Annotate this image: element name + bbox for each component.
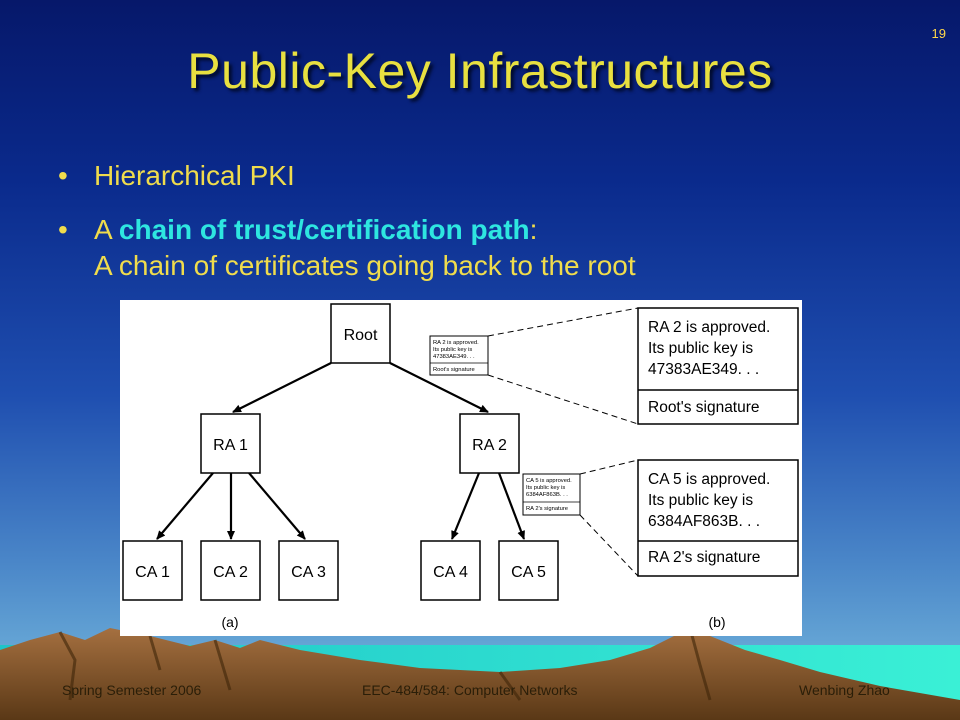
large-cert-line: RA 2's signature: [648, 549, 760, 566]
large-cert-line: Root's signature: [648, 399, 760, 416]
bullet-text: Hierarchical PKI: [94, 160, 295, 191]
node-ca2: CA 2: [200, 540, 261, 601]
bullet-chain-of-trust: • A chain of trust/certification path: A …: [58, 212, 636, 284]
edge-ra1-ca3: [248, 472, 306, 540]
footer-course: EEC-484/584: Computer Networks: [362, 682, 578, 698]
large-certificate-root: RA 2 is approved. Its public key is 4738…: [637, 307, 799, 425]
large-cert-line: 47383AE349. . .: [648, 361, 759, 378]
bullet-line2: A chain of certificates going back to th…: [94, 250, 636, 281]
caption-b: (b): [708, 614, 725, 630]
small-cert-line: CA 5 is approved.: [526, 478, 572, 484]
small-cert-line: RA 2's signature: [526, 506, 568, 512]
large-cert-line: Its public key is: [648, 492, 753, 509]
small-cert-line: Root's signature: [433, 367, 475, 373]
node-ra2: RA 2: [459, 413, 520, 474]
small-cert-line: 47383AE349. . .: [433, 354, 475, 360]
small-cert-line: Its public key is: [433, 347, 472, 353]
small-certificate-ra2: CA 5 is approved. Its public key is 6384…: [522, 473, 581, 516]
large-certificate-ra2: CA 5 is approved. Its public key is 6384…: [637, 459, 799, 577]
node-label: RA 1: [213, 437, 248, 454]
edge-ra1-ca1: [156, 472, 214, 540]
edge-ra2-ca5: [497, 472, 526, 540]
node-label: CA 1: [135, 564, 170, 581]
node-ra1: RA 1: [200, 413, 261, 474]
large-cert-line: CA 5 is approved.: [648, 471, 770, 488]
mountain-ridges: [58, 627, 712, 701]
node-ca5: CA 5: [498, 540, 559, 601]
node-label: CA 5: [511, 564, 546, 581]
page-number: 19: [931, 26, 946, 41]
node-ca4: CA 4: [420, 540, 481, 601]
edge-ra2-ca4: [450, 472, 481, 540]
small-cert-line: 6384AF863B. . .: [526, 492, 568, 498]
edge-root-ra2: [389, 362, 489, 413]
bullet-hierarchical-pki: • Hierarchical PKI: [58, 158, 295, 194]
footer-semester: Spring Semester 2006: [62, 682, 202, 698]
large-cert-line: 6384AF863B. . .: [648, 513, 760, 530]
node-label: CA 4: [433, 564, 468, 581]
large-cert-line: Its public key is: [648, 340, 753, 357]
node-label: RA 2: [472, 437, 507, 454]
node-ca1: CA 1: [122, 540, 183, 601]
node-ca3: CA 3: [278, 540, 339, 601]
small-certificate-root: RA 2 is approved. Its public key is 4738…: [429, 335, 489, 376]
node-label: Root: [344, 327, 378, 344]
pki-diagram: Root RA 1 RA 2 CA 1 CA 2 CA 3: [122, 303, 799, 630]
bullet-suffix: :: [529, 214, 538, 245]
node-label: CA 3: [291, 564, 326, 581]
slide-title: Public-Key Infrastructures: [187, 43, 773, 99]
tree-edges: [156, 362, 526, 540]
small-cert-line: Its public key is: [526, 485, 565, 491]
pki-figure: Root RA 1 RA 2 CA 1 CA 2 CA 3: [120, 300, 802, 636]
bullet-dot: •: [58, 160, 68, 191]
edge-root-ra1: [232, 362, 332, 413]
node-root: Root: [330, 303, 391, 364]
bullet-highlight: chain of trust/certification path: [118, 214, 530, 245]
caption-a: (a): [221, 614, 238, 630]
node-label: CA 2: [213, 564, 248, 581]
small-cert-line: RA 2 is approved.: [433, 340, 479, 346]
large-cert-line: RA 2 is approved.: [648, 319, 770, 336]
bullet-dot: •: [58, 214, 68, 245]
bullet-prefix: A: [94, 214, 119, 245]
zoom-lines: [487, 307, 639, 577]
footer-author: Wenbing Zhao: [799, 682, 890, 698]
mountains-left: [0, 628, 960, 720]
